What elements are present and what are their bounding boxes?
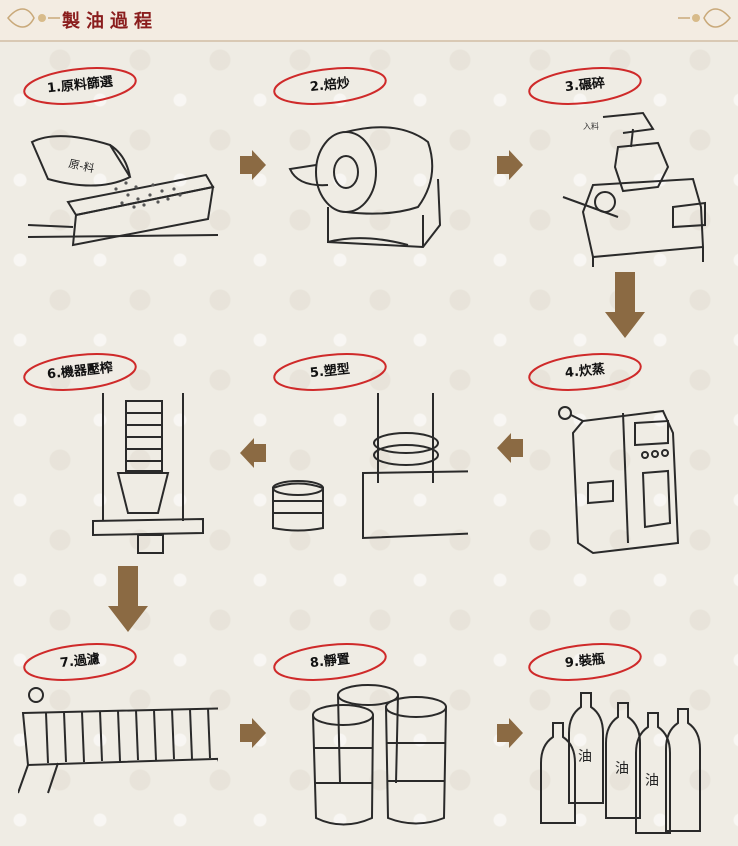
settling-barrels-illustration bbox=[312, 684, 447, 826]
step-2: 2.焙炒 bbox=[268, 62, 468, 272]
arrow-left-icon bbox=[240, 438, 266, 468]
step-8: 8.靜置 bbox=[268, 638, 468, 846]
label-circle-icon bbox=[528, 67, 642, 105]
header-bar: 製油過程 bbox=[0, 0, 738, 42]
step-label: 5.塑型 bbox=[270, 350, 390, 394]
step-9: 9.裝瓶 油 油 油 bbox=[523, 638, 723, 846]
step-7: 7.過濾 bbox=[18, 638, 218, 846]
ornament-right-icon bbox=[678, 8, 731, 28]
svg-text:油: 油 bbox=[578, 749, 592, 765]
label-circle-icon bbox=[528, 353, 642, 391]
arrow-right-icon bbox=[497, 150, 523, 180]
filter-press-illustration bbox=[18, 687, 218, 794]
label-circle-icon bbox=[273, 643, 387, 681]
seed-sieve-illustration: 原-料 bbox=[27, 135, 218, 247]
label-circle-icon bbox=[273, 353, 387, 391]
arrow-left-icon bbox=[497, 433, 523, 463]
oil-press-illustration bbox=[92, 393, 204, 554]
arrow-down-icon bbox=[108, 566, 148, 632]
step-label: 4.炊蒸 bbox=[525, 350, 645, 394]
grinder-illustration: 入料 bbox=[562, 111, 706, 267]
step-1: 1.原料篩選 原-料 bbox=[18, 62, 218, 272]
label-circle-icon bbox=[528, 643, 642, 681]
arrow-down-icon bbox=[605, 272, 645, 338]
svg-text:油: 油 bbox=[615, 761, 629, 777]
step-label: 6.機器壓榨 bbox=[20, 350, 140, 394]
svg-text:原-料: 原-料 bbox=[67, 156, 95, 175]
step-label: 3.碾碎 bbox=[525, 64, 645, 108]
svg-text:油: 油 bbox=[645, 773, 659, 789]
arrow-right-icon bbox=[240, 150, 266, 180]
steamer-illustration bbox=[558, 406, 680, 555]
arrow-right-icon bbox=[497, 718, 523, 748]
step-label: 2.焙炒 bbox=[270, 64, 390, 108]
step-label: 1.原料篩選 bbox=[20, 64, 140, 108]
label-circle-icon bbox=[23, 353, 137, 391]
step-label: 8.靜置 bbox=[270, 640, 390, 684]
step-6: 6.機器壓榨 bbox=[18, 348, 218, 558]
step-5: 5.塑型 bbox=[268, 348, 468, 558]
step-3: 3.碾碎 入料 bbox=[523, 62, 723, 272]
ornament-left-icon bbox=[7, 8, 60, 28]
mold-press-illustration bbox=[272, 393, 468, 540]
arrow-right-icon bbox=[240, 718, 266, 748]
step-4: 4.炊蒸 bbox=[523, 348, 723, 558]
label-circle-icon bbox=[273, 67, 387, 105]
step-label: 7.過濾 bbox=[20, 640, 140, 684]
step-label: 9.裝瓶 bbox=[525, 640, 645, 684]
page-title: 製油過程 bbox=[62, 11, 158, 32]
label-circle-icon bbox=[23, 643, 137, 681]
label-circle-icon bbox=[23, 67, 137, 105]
roasting-drum-illustration bbox=[288, 126, 442, 249]
svg-text:入料: 入料 bbox=[583, 121, 599, 131]
bottles-illustration: 油 油 油 bbox=[540, 692, 701, 834]
